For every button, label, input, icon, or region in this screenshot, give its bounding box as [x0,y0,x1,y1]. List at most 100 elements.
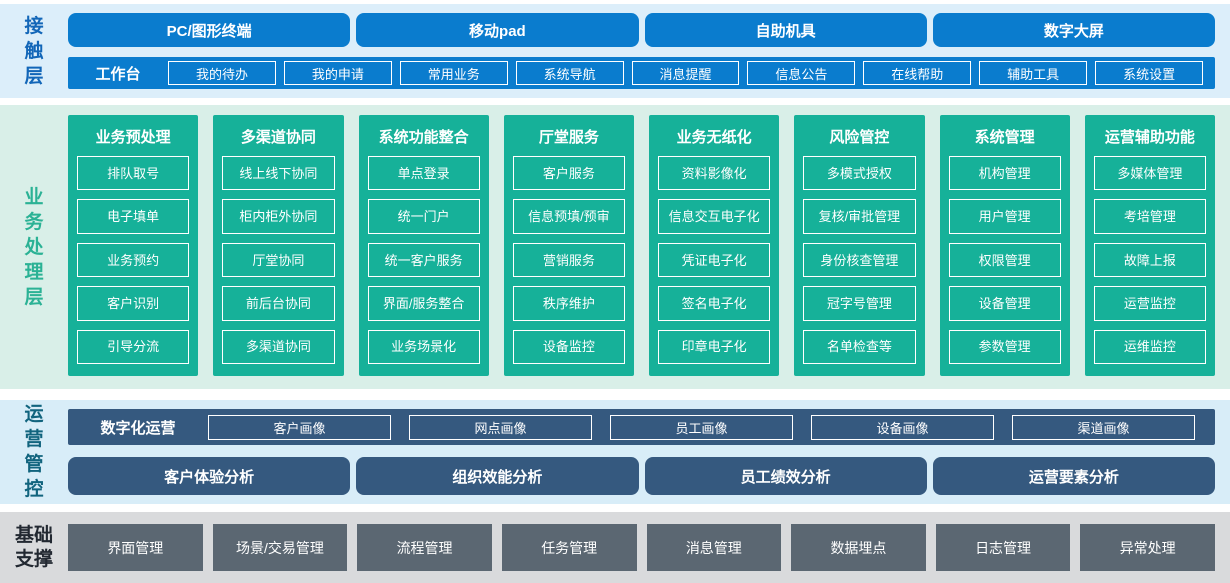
operations-layer-label: 运营管控 [24,404,44,500]
profile-device: 设备画像 [811,414,994,440]
foundation-layer-band: 基础支撑 界面管理 场景/交易管理 流程管理 任务管理 消息管理 数据埋点 日志… [0,512,1230,583]
workbench-item-todo: 我的待办 [168,61,276,85]
column-title: 业务无纸化 [676,128,752,146]
function-cell: 秩序维护 [512,286,625,321]
foundation-process-management: 流程管理 [357,524,492,571]
workbench-item-info-bulletin: 信息公告 [747,61,856,85]
function-cell: 业务场景化 [367,329,480,365]
foundation-ui-management: 界面管理 [68,524,203,571]
function-cell: 名单检查等 [803,329,916,365]
column-system-integration: 系统功能整合 单点登录 统一门户 统一客户服务 界面/服务整合 业务场景化 [358,115,489,376]
function-cell: 权限管理 [948,242,1061,278]
function-cell: 故障上报 [1093,242,1206,278]
function-cell: 电子填单 [77,199,190,234]
function-cell: 线上线下协同 [222,156,335,191]
column-lobby-services: 厅堂服务 客户服务 信息预填/预审 营销服务 秩序维护 设备监控 [503,115,634,376]
function-cell: 签名电子化 [658,286,771,321]
analysis-employee-performance: 员工绩效分析 [644,457,927,495]
foundation-scene-transaction: 场景/交易管理 [212,524,348,571]
function-cell: 设备监控 [512,329,625,365]
business-layer-band: 业务处理层 业务预处理 排队取号 电子填单 业务预约 客户识别 引导分流 多渠道… [0,105,1230,389]
workbench-item-message-alert: 消息提醒 [631,61,740,85]
function-cell: 凭证电子化 [658,242,771,278]
operations-layer-band: 运营管控 数字化运营 客户画像 网点画像 员工画像 设备画像 渠道画像 客户体验… [0,400,1230,504]
function-cell: 多渠道协同 [222,329,335,365]
channel-digital-screen: 数字大屏 [932,13,1215,47]
analysis-customer-experience: 客户体验分析 [68,457,351,495]
foundation-message-management: 消息管理 [646,524,782,571]
workbench-item-aux-tools: 辅助工具 [979,61,1088,85]
column-paperless-business: 业务无纸化 资料影像化 信息交互电子化 凭证电子化 签名电子化 印章电子化 [649,115,780,376]
business-layer-rail: 业务处理层 [0,105,68,389]
contact-layer-rail: 接触层 [0,4,68,98]
function-cell: 客户服务 [512,156,625,191]
function-cell: 参数管理 [948,329,1061,365]
column-operation-aux-functions: 运营辅助功能 多媒体管理 考培管理 故障上报 运营监控 运维监控 [1084,115,1215,376]
function-cell: 客户识别 [77,286,190,321]
channel-pc-terminal: PC/图形终端 [68,13,351,47]
contact-layer-label: 接触层 [24,15,44,87]
column-title: 系统功能整合 [378,128,469,146]
foundation-task-management: 任务管理 [501,524,637,571]
function-cell: 引导分流 [77,329,190,365]
function-cell: 界面/服务整合 [367,286,480,321]
function-cell: 考培管理 [1093,199,1206,234]
function-cell: 统一客户服务 [367,242,480,278]
channel-self-service: 自助机具 [644,13,927,47]
column-title: 运营辅助功能 [1104,128,1195,146]
workbench-item-applications: 我的申请 [283,61,392,85]
column-title: 系统管理 [974,128,1035,146]
foundation-layer-label: 基础支撑 [14,524,53,570]
function-cell: 信息交互电子化 [658,199,771,234]
column-title: 风险管控 [829,128,890,146]
foundation-exception-handling: 异常处理 [1080,524,1215,571]
profile-branch: 网点画像 [409,414,592,440]
function-cell: 冠字号管理 [803,286,916,321]
function-cell: 多媒体管理 [1093,156,1206,191]
workbench-item-system-settings: 系统设置 [1095,61,1204,85]
analysis-org-effectiveness: 组织效能分析 [356,457,639,495]
foundation-data-tracking: 数据埋点 [791,524,926,571]
workbench-item-system-nav: 系统导航 [515,61,624,85]
analysis-row: 客户体验分析 组织效能分析 员工绩效分析 运营要素分析 [68,457,1215,495]
profile-channel: 渠道画像 [1012,414,1195,440]
workbench-bar: 工作台 我的待办 我的申请 常用业务 系统导航 消息提醒 信息公告 在线帮助 辅… [68,57,1215,89]
channel-mobile-pad: 移动pad [356,13,639,47]
workbench-label: 工作台 [95,65,141,83]
digital-operations-bar: 数字化运营 客户画像 网点画像 员工画像 设备画像 渠道画像 [68,409,1215,445]
function-cell: 前后台协同 [222,286,335,321]
function-cell: 机构管理 [948,156,1061,191]
column-risk-control: 风险管控 多模式授权 复核/审批管理 身份核查管理 冠字号管理 名单检查等 [794,115,925,376]
function-cell: 复核/审批管理 [803,199,916,234]
column-title: 多渠道协同 [240,128,316,146]
analysis-operation-factors: 运营要素分析 [932,457,1215,495]
column-title: 厅堂服务 [538,128,599,146]
function-cell: 排队取号 [77,156,190,191]
function-cell: 印章电子化 [658,329,771,365]
function-cell: 业务预约 [77,242,190,278]
operations-layer-rail: 运营管控 [0,400,68,504]
workbench-item-online-help: 在线帮助 [863,61,972,85]
foundation-log-management: 日志管理 [935,524,1071,571]
function-cell: 运营监控 [1093,286,1206,321]
digital-operations-label: 数字化运营 [100,419,176,437]
function-cell: 营销服务 [512,242,625,278]
function-cell: 统一门户 [367,199,480,234]
function-cell: 身份核查管理 [803,242,916,278]
function-cell: 设备管理 [948,286,1061,321]
column-system-management: 系统管理 机构管理 用户管理 权限管理 设备管理 参数管理 [939,115,1070,376]
function-cell: 运维监控 [1093,329,1206,365]
function-cell: 多模式授权 [803,156,916,191]
business-layer-label: 业务处理层 [24,186,44,308]
profile-employee: 员工画像 [610,414,793,440]
contact-layer-band: 接触层 PC/图形终端 移动pad 自助机具 数字大屏 工作台 我的待办 我的申… [0,4,1230,98]
workbench-item-common-business: 常用业务 [399,61,508,85]
channel-row: PC/图形终端 移动pad 自助机具 数字大屏 [68,13,1215,47]
function-cell: 信息预填/预审 [512,199,625,234]
column-business-preprocessing: 业务预处理 排队取号 电子填单 业务预约 客户识别 引导分流 [68,115,199,376]
foundation-layer-rail: 基础支撑 [0,512,68,583]
column-multi-channel-collab: 多渠道协同 线上线下协同 柜内柜外协同 厅堂协同 前后台协同 多渠道协同 [213,115,344,376]
function-cell: 资料影像化 [658,156,771,191]
column-title: 业务预处理 [95,128,171,146]
